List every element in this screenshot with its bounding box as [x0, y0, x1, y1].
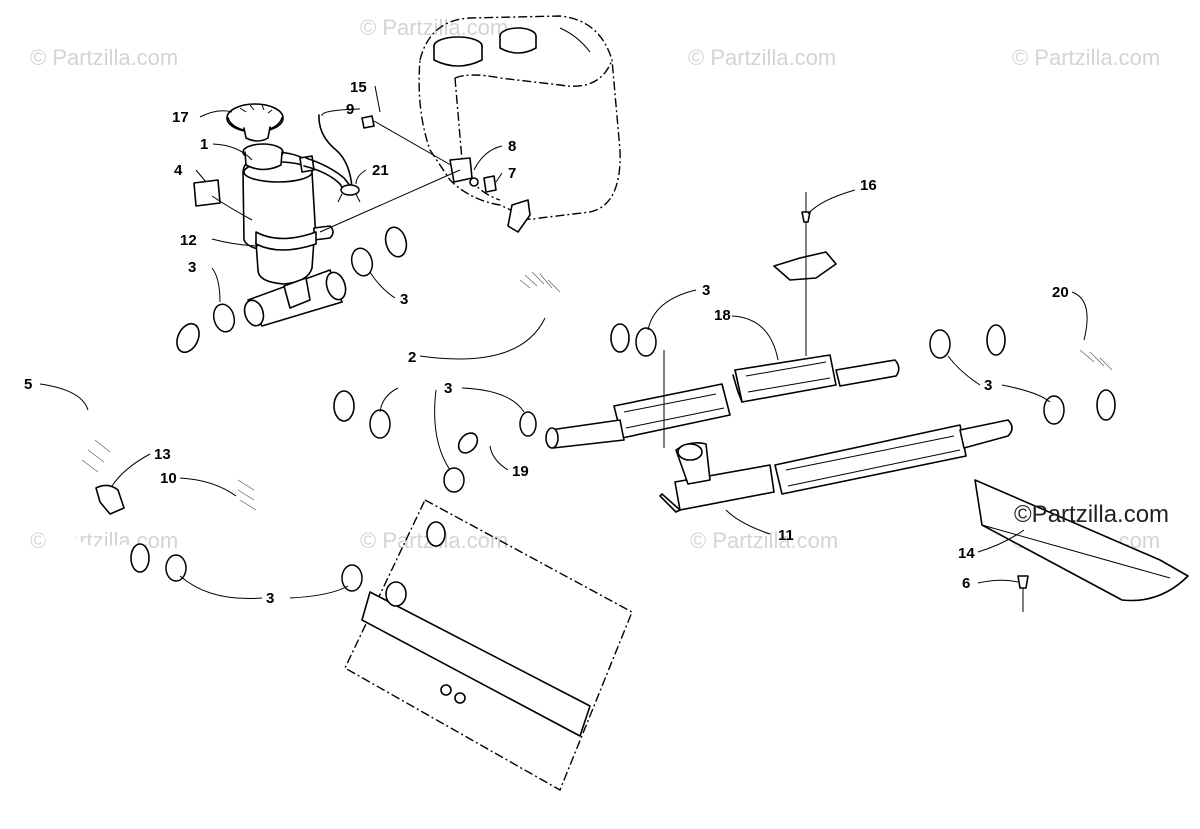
- callout-16: 16: [860, 177, 877, 194]
- hose-5: [42, 322, 200, 574]
- callout-6: 6: [962, 575, 970, 592]
- watermark-corner: ©Partzilla.com: [1014, 501, 1169, 528]
- watermark-top-1: © Partzilla.com: [30, 45, 178, 70]
- callout-5: 5: [24, 376, 32, 393]
- coolant-bottle: [242, 143, 334, 285]
- callout-20: 20: [1052, 284, 1069, 301]
- radiator-panel: [344, 499, 633, 792]
- watermark-top-3: © Partzilla.com: [688, 45, 836, 70]
- callout-8: 8: [508, 138, 516, 155]
- watermark-top-4: © Partzilla.com: [1012, 45, 1160, 70]
- callout-9: 9: [346, 101, 354, 118]
- callout-3-right-top: 3: [702, 282, 710, 299]
- callout-3-center: 3: [444, 380, 452, 397]
- vent-tube: [303, 114, 361, 203]
- callout-10: 10: [160, 470, 177, 487]
- callout-3-bottom: 3: [266, 590, 274, 607]
- callout-19: 19: [512, 463, 529, 480]
- callout-14: 14: [958, 545, 975, 562]
- label-decal: [193, 179, 221, 207]
- hose-10: [222, 363, 355, 584]
- heat-exchanger-upper: [545, 354, 900, 449]
- callout-17: 17: [172, 109, 189, 126]
- callout-3-left-top: 3: [188, 259, 196, 276]
- tee-fitting: [243, 269, 347, 327]
- callout-12: 12: [180, 232, 197, 249]
- heat-exchanger-lower: [659, 350, 1013, 513]
- callout-18: 18: [714, 307, 731, 324]
- watermarks: © Partzilla.com © Partzilla.com © Partzi…: [30, 15, 1160, 553]
- callout-labels: 17 1 4 12 3 3 15 9 8 7 21 2 5 13 10 3 3 …: [24, 79, 1069, 607]
- callout-3-tee: 3: [400, 291, 408, 308]
- hose-clamps: [95, 247, 1065, 592]
- callout-4: 4: [174, 162, 183, 179]
- watermark-top-2: © Partzilla.com: [360, 15, 508, 40]
- callout-3-right: 3: [984, 377, 992, 394]
- bracket-16: [773, 192, 837, 356]
- callout-7: 7: [508, 165, 516, 182]
- leader-lines: [39, 85, 1088, 599]
- callout-21: 21: [372, 162, 389, 179]
- rivet-6: [1017, 575, 1029, 612]
- bolt-and-nut: [319, 115, 497, 233]
- radiator-cap: [226, 103, 284, 142]
- callout-11: 11: [778, 527, 794, 544]
- callout-13: 13: [154, 446, 171, 463]
- skid-plate: [974, 479, 1189, 602]
- hose-2: [384, 220, 632, 353]
- hose-20: [981, 321, 1140, 421]
- hose-19: [457, 413, 526, 454]
- reservoir-tank: [418, 15, 621, 233]
- callout-2: 2: [408, 349, 416, 366]
- callout-15: 15: [350, 79, 367, 96]
- callout-1: 1: [200, 136, 208, 153]
